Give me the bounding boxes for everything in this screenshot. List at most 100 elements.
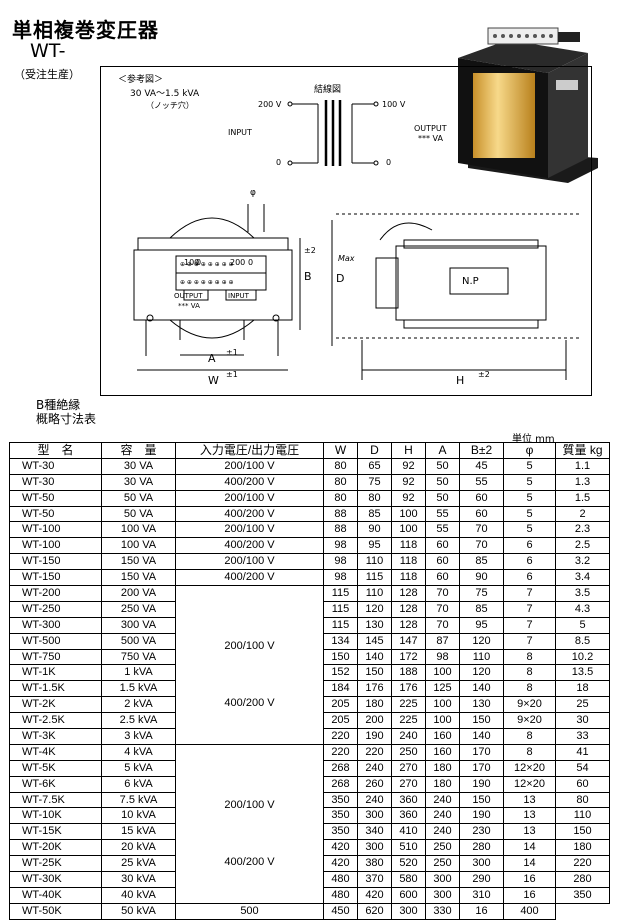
- table-cell: 150: [459, 712, 504, 730]
- table-cell: 152: [323, 664, 358, 682]
- table-cell: 8: [503, 743, 556, 761]
- wiring-title: 結線図: [314, 85, 342, 95]
- table-cell: 268: [323, 759, 358, 777]
- table-cell: 420: [323, 839, 358, 857]
- table-cell: 85: [459, 600, 504, 618]
- table-cell: 125: [425, 680, 460, 698]
- table-cell: 100: [425, 712, 460, 730]
- table-cell: WT-6K: [9, 775, 102, 793]
- voltage-400-200: 400/200 V: [224, 696, 275, 709]
- table-cell: 2: [555, 505, 610, 523]
- table-cell: 4.3: [555, 600, 610, 618]
- table-cell: 150 VA: [101, 553, 176, 571]
- table-cell: 200 VA: [101, 585, 176, 602]
- table-cell: WT-150: [9, 569, 102, 587]
- table-cell: 130: [459, 696, 504, 714]
- table-cell: 110: [357, 585, 392, 602]
- table-cell: 45: [459, 457, 504, 475]
- table-cell: WT-100: [9, 537, 102, 555]
- table-cell: 25 kVA: [101, 855, 176, 873]
- table-cell: 8: [503, 664, 556, 682]
- table-cell: 70: [425, 616, 460, 634]
- table-cell: 250: [425, 855, 460, 873]
- table-cell: 400/200 V: [175, 537, 324, 555]
- range-label: 30 VA～1.5 kVA: [130, 89, 200, 99]
- table-cell: 8: [503, 728, 556, 745]
- table-cell: 480: [323, 871, 358, 888]
- table-cell: 2.5: [555, 537, 610, 555]
- voltage-400-200: 400/200 V: [224, 855, 275, 868]
- table-cell: 25: [555, 696, 610, 714]
- table-cell: 5: [503, 457, 556, 475]
- table-cell: 8: [503, 680, 556, 698]
- table-cell: 14: [503, 855, 556, 873]
- table-cell: 98: [323, 569, 358, 587]
- table-cell: 128: [391, 600, 426, 618]
- table-cell: 205: [323, 696, 358, 714]
- table-cell: 220: [555, 855, 610, 873]
- table-cell: 7: [503, 585, 556, 602]
- table-cell: 10.2: [555, 648, 610, 666]
- table-cell: 7: [503, 616, 556, 634]
- table-cell: 3.2: [555, 553, 610, 571]
- input-zero-label: 0: [276, 158, 282, 167]
- table-cell: WT-15K: [9, 823, 102, 841]
- table-cell: WT-7.5K: [9, 791, 102, 809]
- table-cell: 120: [459, 664, 504, 682]
- table-cell: 100: [425, 696, 460, 714]
- table-cell: 120: [459, 632, 504, 650]
- table-cell: 70: [459, 521, 504, 539]
- table-cell: 140: [459, 728, 504, 745]
- table-cell: 510: [391, 839, 426, 857]
- table-cell: 8: [503, 648, 556, 666]
- column-header: 型 名: [9, 442, 102, 459]
- dim-b-label: B: [304, 270, 312, 283]
- table-cell: 188: [391, 664, 426, 682]
- table-cell: 5: [503, 505, 556, 523]
- table-cell: 130: [357, 616, 392, 634]
- table-cell: 5: [503, 521, 556, 539]
- table-cell: 220: [323, 728, 358, 745]
- table-cell: 60: [555, 775, 610, 793]
- table-cell: WT-10K: [9, 807, 102, 825]
- table-cell: WT-5K: [9, 759, 102, 777]
- table-cell: 200/100 V: [175, 553, 324, 571]
- table-cell: 92: [391, 457, 426, 475]
- table-cell: 280: [555, 871, 610, 888]
- table-cell: 92: [391, 489, 426, 507]
- table-cell: 240: [425, 807, 460, 825]
- table-cell: 750 VA: [101, 648, 176, 666]
- table-cell: WT-50: [9, 505, 102, 523]
- table-cell: 65: [357, 457, 392, 475]
- table-cell: 60: [425, 569, 460, 587]
- table-cell: 145: [357, 632, 392, 650]
- table-cell: 480: [323, 886, 358, 904]
- table-cell: 150: [555, 823, 610, 841]
- table-cell: 115: [323, 585, 358, 602]
- table-cell: 6: [503, 537, 556, 555]
- table-cell: 350: [323, 791, 358, 809]
- table-cell: WT-3K: [9, 728, 102, 745]
- table-cell: 200/100 V: [175, 489, 324, 507]
- table-cell: 85: [459, 553, 504, 571]
- table-cell: 95: [459, 616, 504, 634]
- table-cell: 40 kVA: [101, 886, 176, 904]
- table-cell: 400/200 V: [175, 505, 324, 523]
- table-cell: 3 kVA: [101, 728, 176, 745]
- table-cell: 420: [357, 886, 392, 904]
- column-header: D: [357, 442, 392, 459]
- table-cell: 8.5: [555, 632, 610, 650]
- table-cell: WT-200: [9, 585, 102, 602]
- table-cell: 147: [391, 632, 426, 650]
- insulation-class: B種絶縁: [36, 398, 81, 412]
- dim-b-tolerance: ±2: [304, 246, 316, 255]
- table-cell: 110: [459, 648, 504, 666]
